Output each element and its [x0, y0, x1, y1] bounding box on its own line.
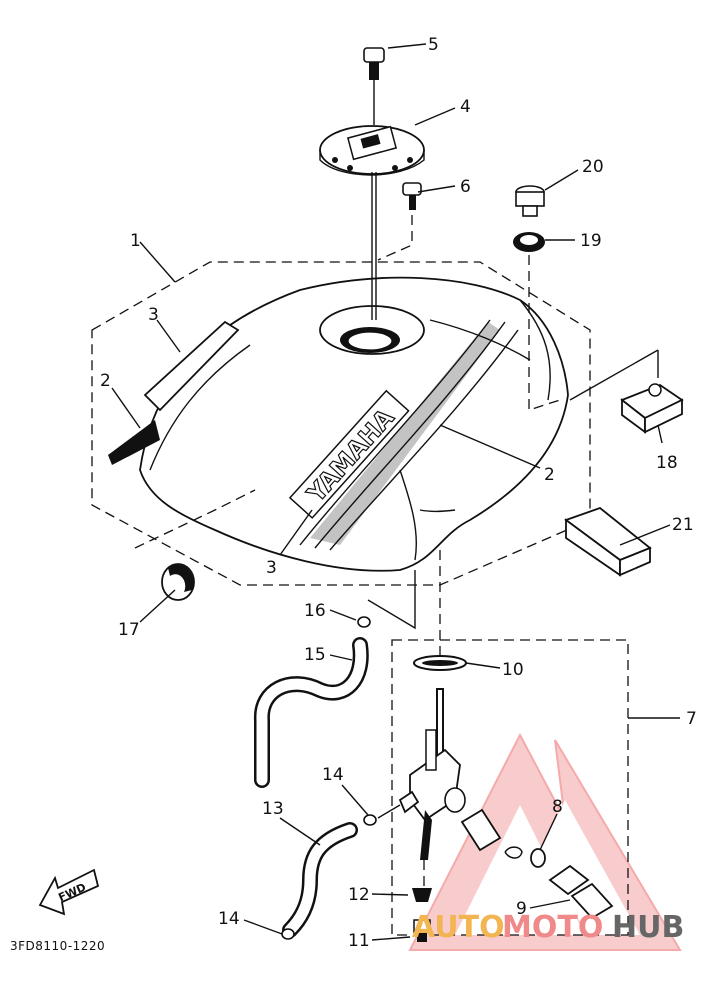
callout-19: 19 [580, 231, 602, 251]
callout-labels: 1 2 2 3 3 4 5 6 7 8 9 10 11 12 13 14 14 … [100, 35, 697, 951]
callout-7: 7 [686, 709, 697, 729]
lever-parts [460, 808, 614, 920]
callout-2-left: 2 [100, 371, 111, 391]
callout-18: 18 [656, 453, 678, 473]
callout-4: 4 [460, 97, 471, 117]
side-decal-2 [108, 420, 160, 465]
callout-6: 6 [460, 177, 471, 197]
watermark-auto: AUTO [412, 910, 505, 945]
callout-17: 17 [118, 620, 140, 640]
fuel-cock [398, 688, 466, 860]
pad-21 [564, 506, 652, 577]
part-code-label: 3FD8110-1220 [10, 939, 105, 953]
callout-2-right: 2 [544, 465, 555, 485]
callout-20: 20 [582, 157, 604, 177]
rubber-17 [161, 563, 195, 601]
clip-14-lower [281, 928, 295, 940]
callout-9: 9 [516, 899, 527, 919]
callout-14-upper: 14 [322, 765, 344, 785]
callout-16: 16 [304, 601, 326, 621]
clip-14-upper [363, 814, 377, 826]
callout-13: 13 [262, 799, 284, 819]
callout-21: 21 [672, 515, 694, 535]
fwd-arrow-icon: FWD [38, 868, 100, 916]
cap-20 [515, 185, 545, 217]
screen-12 [412, 888, 432, 902]
watermark-logo-icon [408, 732, 682, 951]
callout-10: 10 [502, 660, 524, 680]
callout-8: 8 [552, 797, 563, 817]
side-decal-3 [143, 320, 240, 412]
screw-6 [402, 182, 422, 210]
watermark-text: AUTO MOTO HUB [412, 910, 684, 945]
hose-13 [282, 822, 358, 938]
hose-15 [254, 637, 369, 788]
callout-11: 11 [348, 931, 370, 951]
callout-1: 1 [130, 231, 141, 251]
callout-12: 12 [348, 885, 370, 905]
filler-cap [319, 125, 425, 176]
fuel-tank: YAMAHA [139, 276, 569, 572]
grommet-19 [513, 232, 545, 252]
callout-3-top: 3 [148, 305, 159, 325]
fuel-cock-assembly-outline [391, 639, 629, 936]
gasket-10 [413, 655, 467, 671]
callout-14-lower: 14 [218, 909, 240, 929]
cap-bolt [363, 47, 385, 80]
clip-16 [357, 616, 371, 628]
damper-18 [620, 383, 684, 434]
leader-lines [111, 43, 680, 941]
drain-bolt-11 [413, 919, 431, 942]
callout-3-bottom: 3 [266, 558, 277, 578]
watermark-moto: MOTO [502, 910, 603, 945]
callout-5: 5 [428, 35, 439, 55]
callout-15: 15 [304, 645, 326, 665]
watermark-hub: HUB [612, 910, 684, 945]
